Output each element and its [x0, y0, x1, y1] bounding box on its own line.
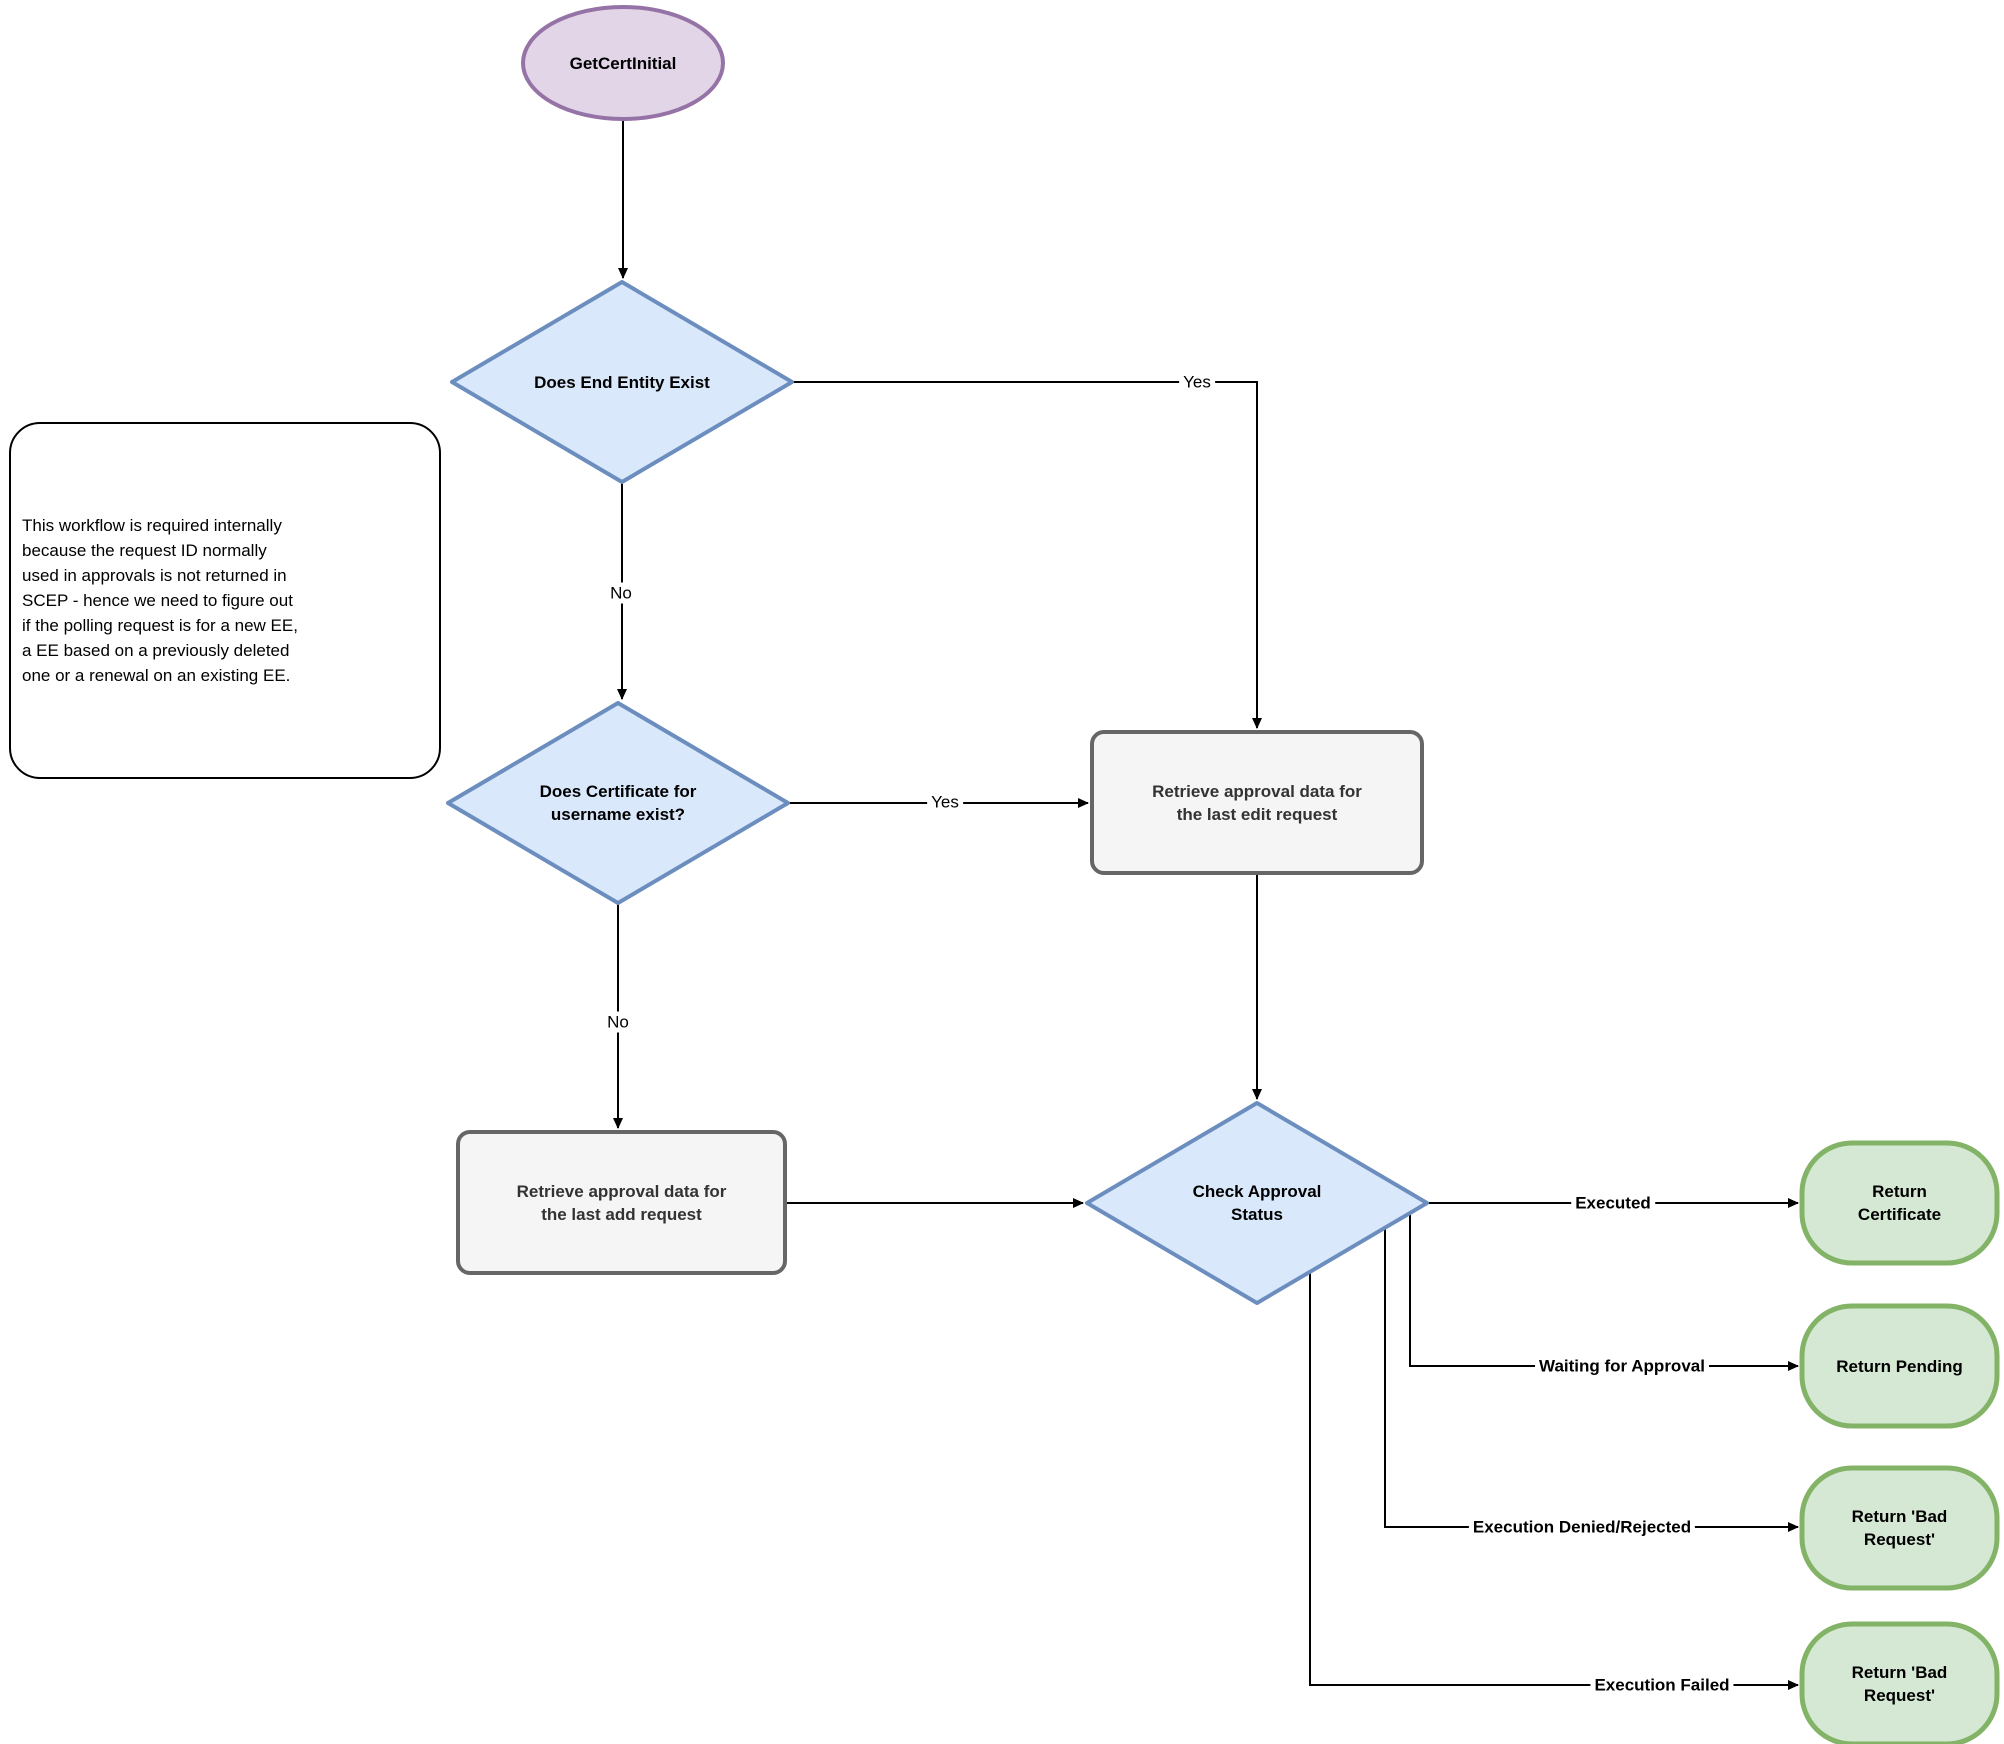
edge-denied-to-bad-request [1384, 1228, 1799, 1532]
edge-end-entity-yes-to-edit-request [792, 381, 1262, 729]
terminal-return-certificate-shape [1799, 1140, 2000, 1266]
edge-label-waiting-for-approval: Waiting for Approval [1535, 1355, 1709, 1377]
note-box-shape [9, 422, 441, 779]
edge-label-certificate-no: No [603, 1011, 633, 1033]
edge-label-executed: Executed [1571, 1192, 1655, 1214]
note-box-text: This workflow is required internally bec… [22, 516, 298, 685]
edge-label-execution-denied: Execution Denied/Rejected [1468, 1516, 1696, 1538]
note-box-label: This workflow is required internally bec… [22, 423, 360, 778]
terminal-bad-request-failed-shape [1799, 1621, 2000, 1744]
edge-failed-to-bad-request [1309, 1272, 1799, 1690]
process-edit-request-shape [1090, 730, 1424, 875]
decision-certificate-shape [446, 701, 790, 905]
decision-approval-status-shape [1085, 1101, 1429, 1305]
edge-label-end-entity-yes: Yes [1179, 371, 1215, 393]
edge-waiting-to-return-pending [1409, 1213, 1799, 1371]
terminal-return-pending-shape [1799, 1303, 2000, 1429]
edge-label-execution-failed: Execution Failed [1590, 1674, 1734, 1696]
edge-label-certificate-yes: Yes [927, 791, 963, 813]
start-node-shape [521, 5, 725, 121]
terminal-bad-request-denied-shape [1799, 1465, 2000, 1591]
edge-label-end-entity-no: No [606, 582, 636, 604]
decision-end-entity-shape [450, 280, 794, 484]
process-add-request-shape [456, 1130, 787, 1275]
